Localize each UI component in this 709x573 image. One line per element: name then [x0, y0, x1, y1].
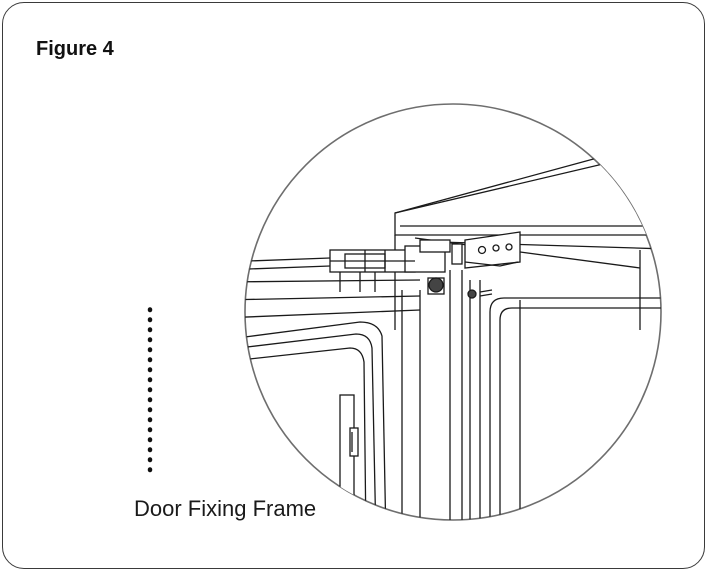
fridge-detail [245, 129, 661, 520]
figure-title: Figure 4 [36, 38, 114, 60]
hinge-bracket-icon [464, 231, 521, 269]
left-door-opening [245, 321, 387, 520]
callout-label: Door Fixing Frame [134, 496, 317, 521]
right-door-opening [489, 297, 661, 520]
hinge-assembly [329, 239, 463, 295]
center-mullion [401, 270, 481, 520]
left-door-rail [245, 257, 421, 319]
screw-icon [467, 289, 493, 299]
